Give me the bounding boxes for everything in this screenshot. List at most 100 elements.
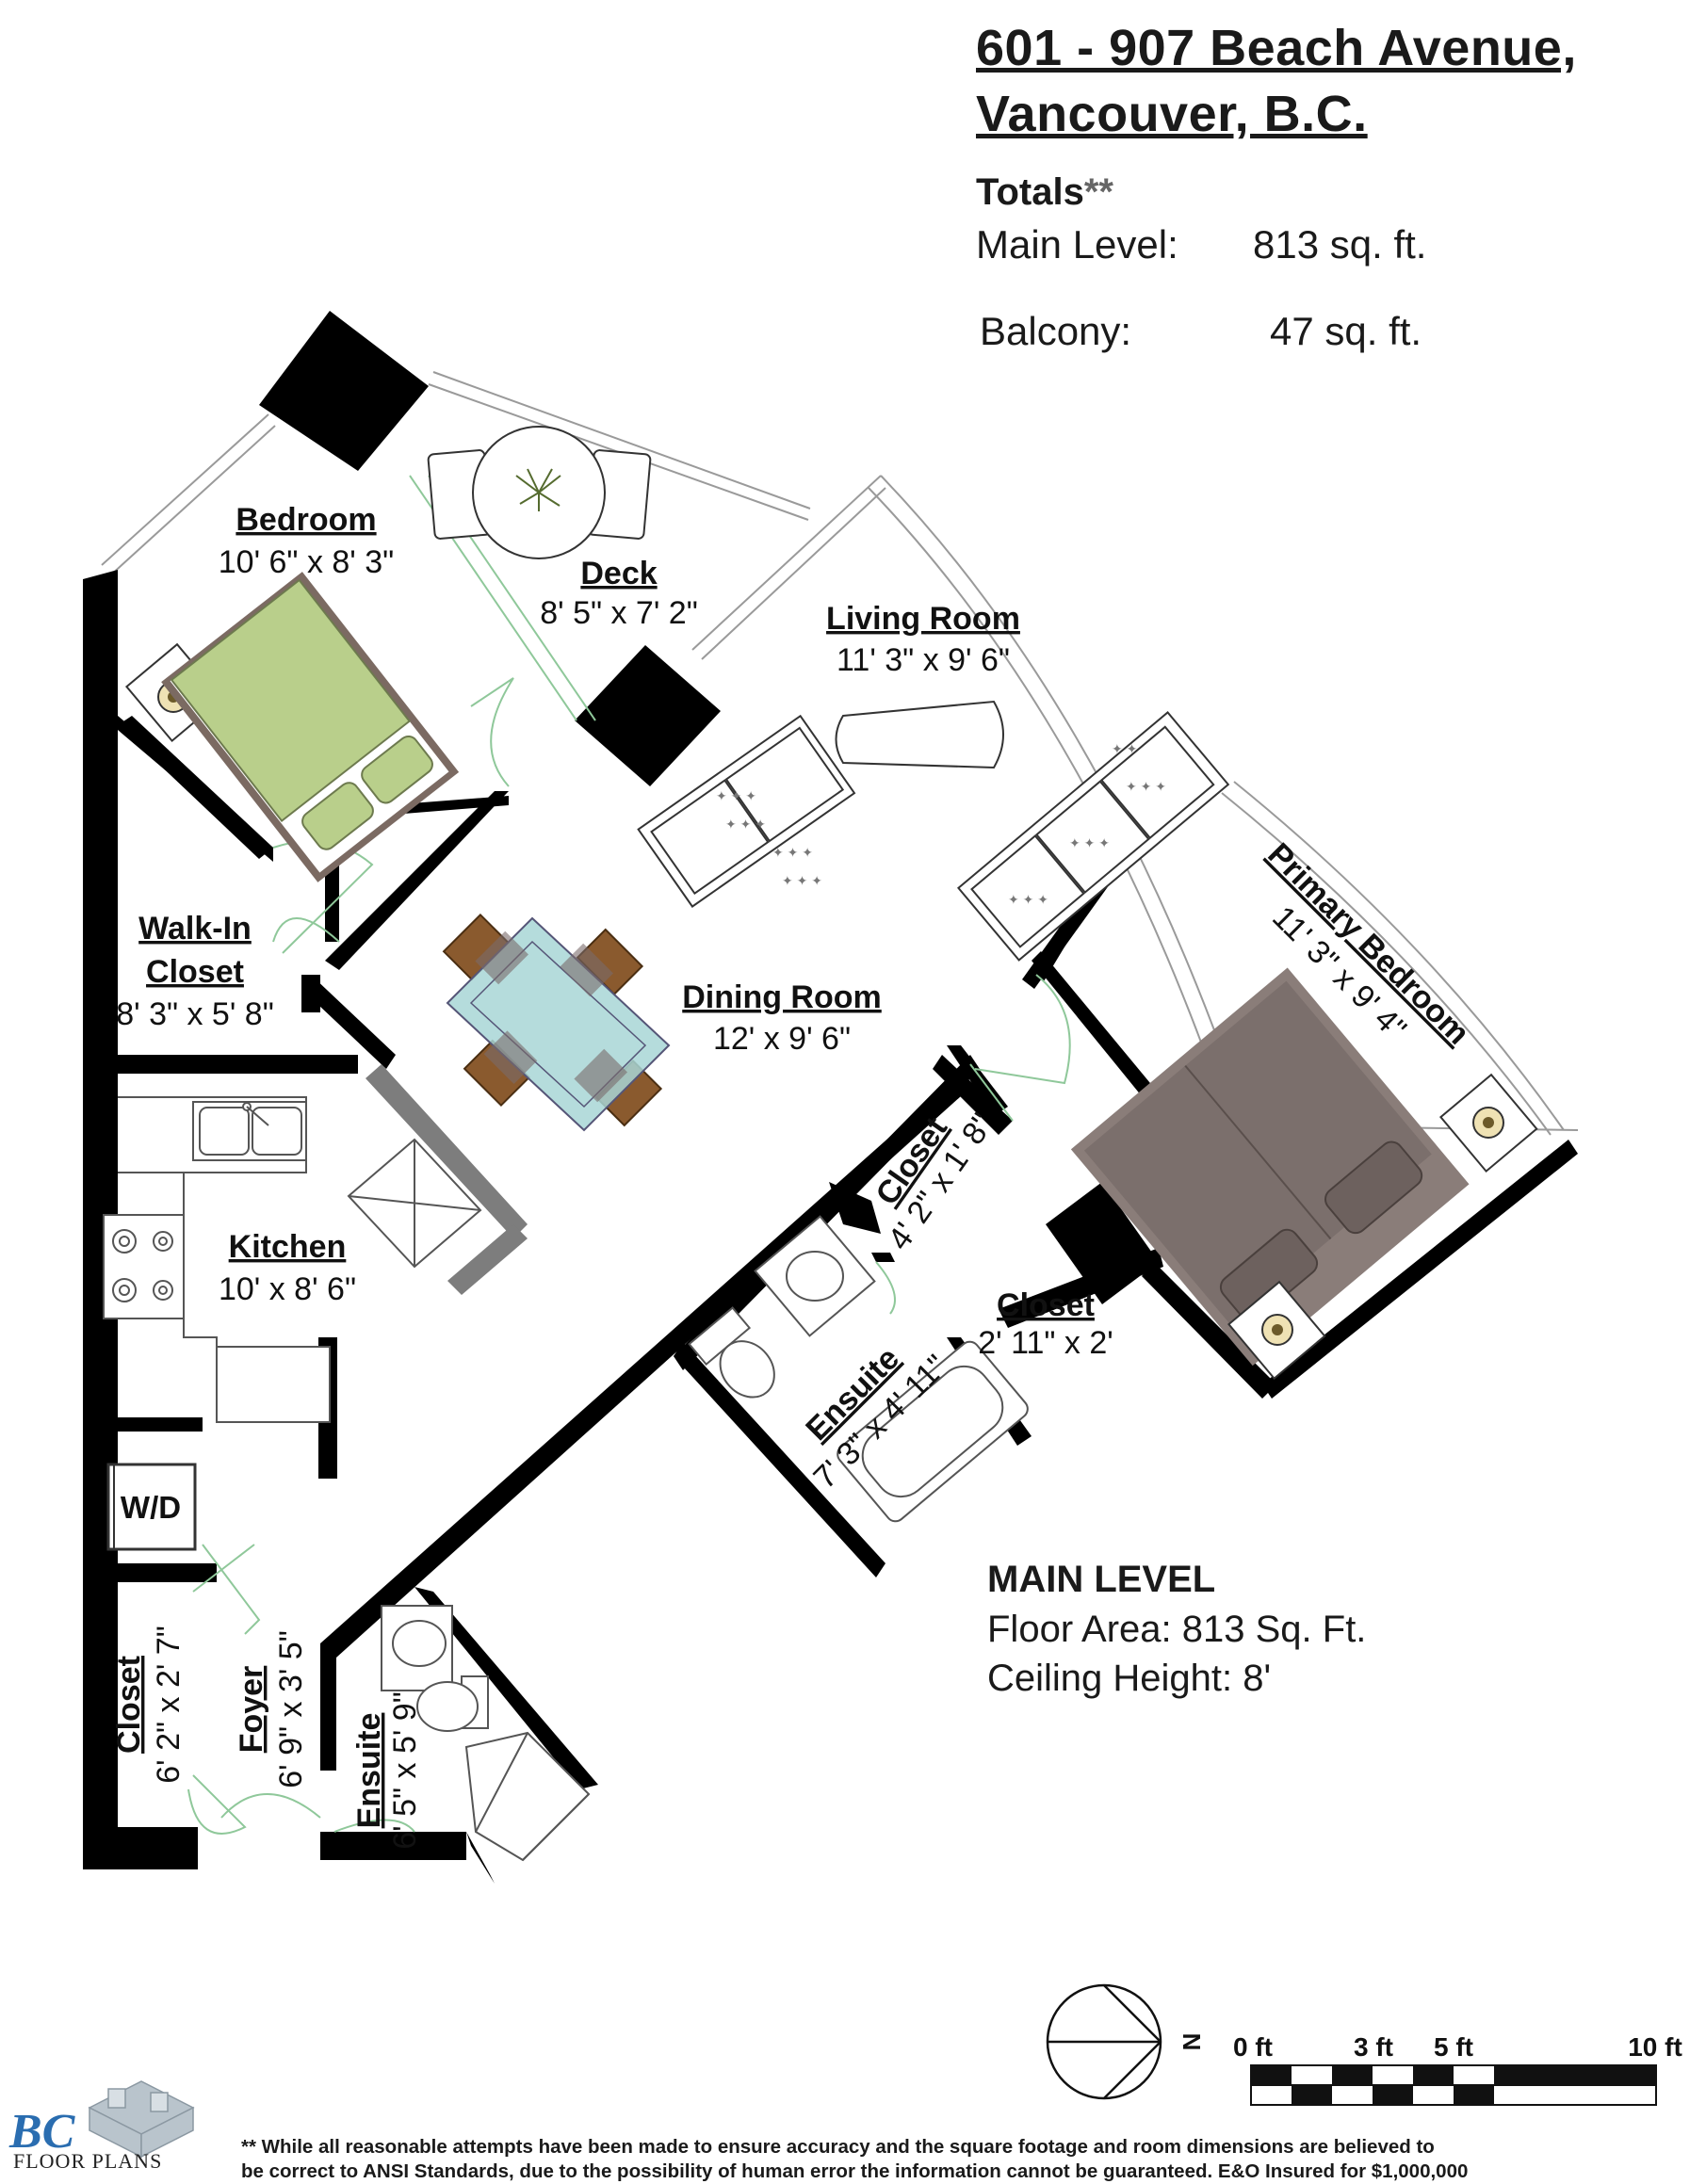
scale-label-3: 3 ft [1354, 2032, 1393, 2062]
small-ensuite-fixtures [381, 1605, 591, 1862]
coffee-table [835, 700, 1004, 769]
living-room-furniture: ✦ ✦ ✦ ✦ ✦ ✦ ✦ ✦ ✦ ✦ ✦ ✦ ✦ ✦ ✦ ✦ ✦ ✦ ✦ ✦ … [637, 700, 1230, 962]
sofa-pattern: ✦ ✦ ✦ ✦ ✦ ✦ ✦ ✦ ✦ ✦ ✦ ✦ ✦ ✦ ✦ ✦ ✦ ✦ ✦ ✦ … [716, 741, 1166, 907]
totals-label: Totals [976, 171, 1084, 213]
sink-basin-icon [786, 1251, 844, 1302]
plant-icon [515, 468, 561, 511]
door-entry [220, 1793, 321, 1819]
door-closet-foyer [187, 1774, 247, 1835]
svg-text:✦ ✦ ✦: ✦ ✦ ✦ [772, 845, 813, 860]
main-level-value: 813 sq. ft. [1253, 222, 1427, 267]
door-foyer-2 [192, 1544, 255, 1593]
svg-text:✦ ✦ ✦: ✦ ✦ ✦ [1126, 779, 1166, 794]
door-deck [470, 677, 514, 787]
kitchen-name: Kitchen [229, 1229, 347, 1265]
bedroom-furniture [124, 572, 460, 882]
ceiling-height: Ceiling Height: 8' [987, 1658, 1272, 1699]
dining-room-dims: 12' x 9' 6" [713, 1021, 851, 1057]
ensuite-small-name: Ensuite [351, 1713, 387, 1829]
foyer-name: Foyer [234, 1666, 269, 1754]
bed [161, 572, 460, 882]
closet-foyer-dims: 6' 2" x 2' 7" [151, 1626, 187, 1784]
company-logo: BC FLOOR PLANS [8, 2080, 195, 2170]
ensuite-small-dims: 6' 5" x 5' 9" [387, 1691, 423, 1850]
primary-bedroom-furniture [1070, 967, 1538, 1381]
kitchen-partition [366, 1064, 528, 1295]
north-arrow-icon [1046, 1983, 1162, 2100]
kitchen-dims: 10' x 8' 6" [219, 1271, 356, 1307]
totals-heading: Totals** [976, 171, 1113, 214]
fridge-icon [347, 1138, 482, 1269]
column-nw [259, 311, 429, 471]
living-room-dims: 11' 3" x 9' 6" [837, 642, 1010, 678]
door-foyer-1 [202, 1544, 261, 1635]
column-mid [575, 645, 721, 786]
svg-text:✦ ✦: ✦ ✦ [1112, 741, 1138, 756]
window-glazing [101, 371, 1579, 1136]
balcony-label: Balcony: [980, 309, 1132, 353]
scale-label-5: 5 ft [1434, 2032, 1473, 2062]
main-level-label: Main Level: [976, 222, 1178, 267]
sink-icon [192, 1101, 307, 1161]
living-room-name: Living Room [826, 601, 1020, 637]
door-walk-in [272, 917, 340, 943]
disclaimer-line-1: ** While all reasonable attempts have be… [241, 2136, 1435, 2158]
closet-foyer-name: Closet [111, 1656, 147, 1754]
sofa-right [956, 711, 1230, 962]
disclaimer: ** While all reasonable attempts have be… [241, 2135, 1701, 2184]
svg-text:✦ ✦ ✦: ✦ ✦ ✦ [725, 817, 766, 832]
sink-small-icon [392, 1620, 447, 1667]
wd-label: W/D [121, 1490, 181, 1525]
foyer-dims: 6' 9" x 3' 5" [273, 1630, 309, 1788]
scale-bar [1250, 2064, 1657, 2106]
dining-table [442, 913, 671, 1132]
bathtub-icon [837, 1340, 1029, 1523]
main-level-title: MAIN LEVEL [987, 1559, 1216, 1600]
svg-text:✦ ✦ ✦: ✦ ✦ ✦ [782, 873, 822, 888]
washer-dryer: W/D [106, 1463, 197, 1551]
totals-mark: ** [1083, 171, 1113, 213]
logo-text: FLOOR PLANS [13, 2149, 162, 2170]
bedroom-name: Bedroom [236, 502, 376, 538]
svg-text:✦ ✦ ✦: ✦ ✦ ✦ [1069, 835, 1110, 850]
door-primary [974, 974, 1071, 1085]
kitchen-fixtures [103, 1096, 482, 1423]
toilet-small-icon [416, 1675, 489, 1732]
sofa-left [637, 714, 856, 908]
toilet-icon [688, 1306, 775, 1399]
address-line-1: 601 - 907 Beach Avenue, [976, 20, 1577, 76]
disclaimer-line-2: be correct to ANSI Standards, due to the… [241, 2160, 1469, 2182]
north-label: N [1178, 2033, 1206, 2051]
address-line-2: Vancouver, B.C. [976, 86, 1368, 142]
scale-label-10: 10 ft [1628, 2032, 1682, 2062]
bedroom-dims: 10' 6" x 8' 3" [219, 544, 394, 580]
dining-room-name: Dining Room [682, 979, 882, 1015]
closet-small-dims: 2' 11" x 2' [978, 1325, 1113, 1361]
svg-text:✦ ✦ ✦: ✦ ✦ ✦ [1008, 892, 1048, 907]
balcony-row: Balcony: [980, 309, 1131, 354]
room-labels: Bedroom 10' 6" x 8' 3" Deck 8' 5" x 7' 2… [111, 502, 1476, 1850]
logo-letters: BC [8, 2105, 76, 2159]
svg-text:✦ ✦ ✦: ✦ ✦ ✦ [716, 788, 756, 803]
deck-dims: 8' 5" x 7' 2" [540, 595, 698, 631]
walk-in-name-1: Walk-In [138, 911, 252, 946]
main-level-row: Main Level: [976, 222, 1178, 267]
floor-area: Floor Area: 813 Sq. Ft. [987, 1609, 1367, 1650]
walk-in-dims: 8' 3" x 5' 8" [116, 996, 274, 1032]
bed-primary [1070, 967, 1470, 1367]
door-ensuite [875, 1261, 896, 1315]
deck-table [427, 426, 652, 559]
balcony-value: 47 sq. ft. [1270, 309, 1422, 353]
walk-in-name-2: Closet [146, 954, 244, 990]
shower-icon [464, 1731, 591, 1862]
deck-name: Deck [580, 556, 657, 591]
counter-lower [216, 1346, 331, 1423]
door-ensuite-small [333, 1819, 415, 1833]
stove-icon [103, 1214, 185, 1319]
scale-labels: 0 ft 3 ft 5 ft 10 ft [1233, 2032, 1682, 2062]
scale-label-0: 0 ft [1233, 2032, 1273, 2062]
door-closet-mid [969, 1063, 1014, 1122]
ensuite-fixtures [688, 1215, 1029, 1523]
closet-small-name: Closet [997, 1287, 1095, 1323]
